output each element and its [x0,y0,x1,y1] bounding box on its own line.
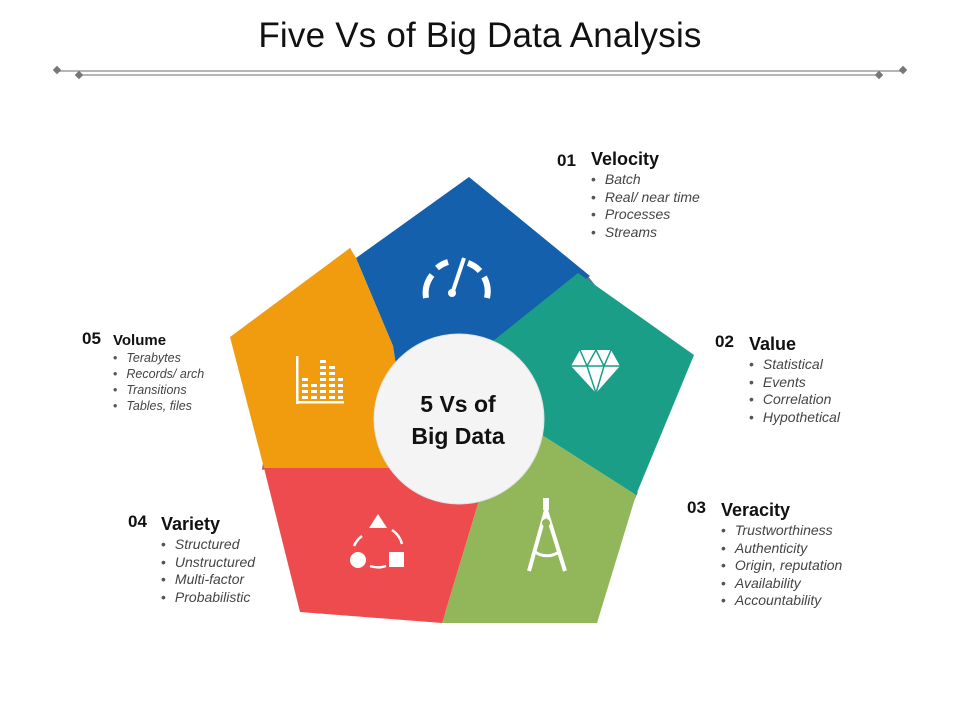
title-divider [52,65,908,80]
volume-label: Volume [113,332,167,349]
list-item: Trustworthiness [721,522,842,540]
variety-number: 04 [128,512,147,531]
list-item: Multi-factor [161,571,255,589]
list-item: Streams [591,224,700,242]
list-item: Real/ near time [591,189,700,207]
list-item: Unstructured [161,554,255,572]
variety-bullet-list: Structured Unstructured Multi-factor Pro… [161,536,255,606]
diamond-icon [571,348,620,394]
velocity-label: Velocity [591,149,660,169]
list-item: Hypothetical [749,409,840,427]
variety-label: Variety [161,514,221,534]
list-item: Events [749,374,840,392]
value-label: Value [749,334,797,354]
segment-veracity [442,430,636,623]
list-item: Processes [591,206,700,224]
segment-variety [264,468,480,623]
center-label: 5 Vs of Big Data [378,388,538,452]
speedometer-icon [422,257,491,299]
center-label-line1: 5 Vs of [420,391,496,417]
list-item: Accountability [721,592,842,610]
bar-chart-icon [296,356,344,404]
list-item: Terabytes [113,350,204,366]
list-item: Tables, files [113,398,204,414]
velocity-bullet-list: Batch Real/ near time Processes Streams [591,171,700,241]
compass-icon [527,498,567,572]
list-item: Origin, reputation [721,557,842,575]
volume-number: 05 [82,329,101,348]
volume-bullet-list: Terabytes Records/ arch Transitions Tabl… [113,350,204,414]
list-item: Correlation [749,391,840,409]
segment-velocity [356,177,590,392]
list-item: Statistical [749,356,840,374]
value-number: 02 [715,332,734,351]
list-item: Probabilistic [161,589,255,607]
shapes-cycle-icon [350,514,404,569]
center-label-line2: Big Data [411,423,505,449]
list-item: Records/ arch [113,366,204,382]
list-item: Transitions [113,382,204,398]
list-item: Availability [721,575,842,593]
list-item: Authenticity [721,540,842,558]
veracity-number: 03 [687,498,706,517]
list-item: Structured [161,536,255,554]
list-item: Batch [591,171,700,189]
value-bullet-list: Statistical Events Correlation Hypotheti… [749,356,840,426]
center-circle [373,333,545,505]
veracity-bullet-list: Trustworthiness Authenticity Origin, rep… [721,522,842,610]
velocity-number: 01 [557,151,576,170]
segment-volume [230,248,400,468]
page-title: Five Vs of Big Data Analysis [258,16,702,55]
veracity-label: Veracity [721,500,791,520]
